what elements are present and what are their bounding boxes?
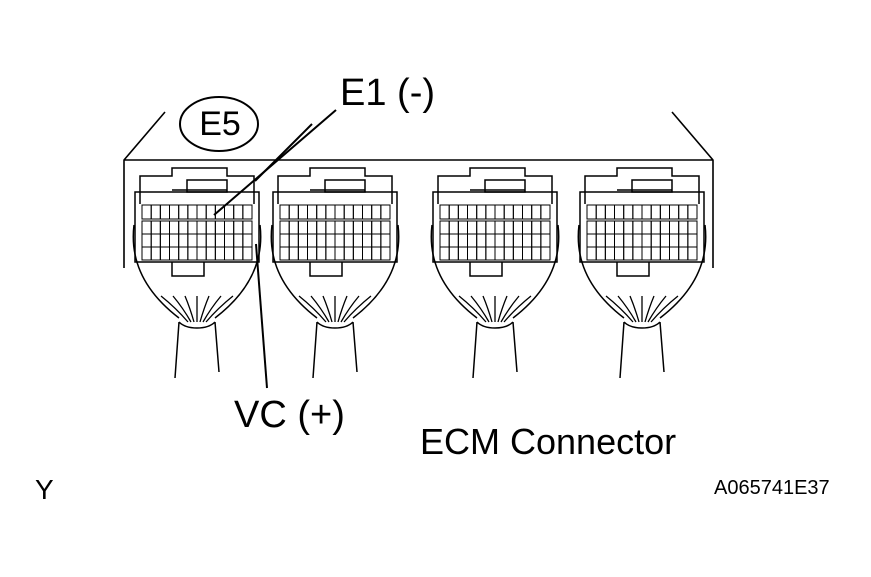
connector-code-label: E5 [199, 105, 241, 143]
e1-leader-line [213, 109, 337, 216]
vc-terminal-label: VC (+) [234, 394, 345, 436]
e5-oval [179, 96, 259, 152]
connector-housing [123, 111, 714, 268]
connector-module [430, 167, 560, 379]
e1-leader-line-2 [254, 123, 313, 182]
connector-module [132, 167, 262, 379]
figure-id: A065741E37 [714, 477, 830, 499]
ecm-connector-title: ECM Connector [420, 421, 677, 462]
e1-terminal-label: E1 (-) [340, 72, 435, 114]
vc-leader-line [255, 243, 268, 389]
corner-mark: Y [35, 474, 54, 505]
connector-module [577, 167, 707, 379]
connector-module [270, 167, 400, 379]
